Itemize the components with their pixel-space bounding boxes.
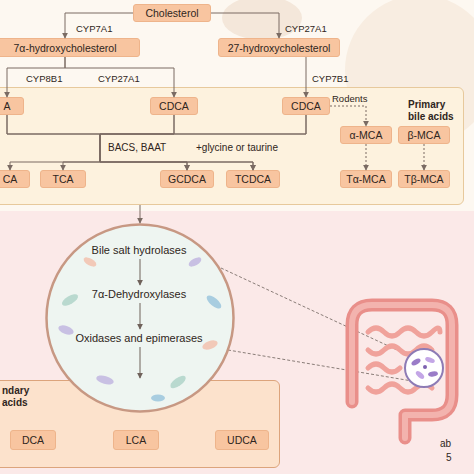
- node-text: CDCA: [159, 100, 189, 112]
- acid-box: CDCA: [150, 97, 198, 115]
- acid-box: α-MCA: [340, 126, 392, 144]
- node-text: Cholesterol: [145, 7, 198, 19]
- pathway-arrow: [100, 115, 187, 170]
- pathway-arrow: [211, 13, 279, 38]
- enzyme-label: CYP27A1: [98, 73, 140, 84]
- node-text: β-MCA: [408, 129, 441, 141]
- zoom-line: [228, 350, 412, 381]
- acid-box: TCDCA: [226, 170, 280, 188]
- node-text: Tα-MCA: [346, 173, 385, 185]
- node-text: ndary acids: [2, 385, 40, 409]
- node-text: α-MCA: [350, 129, 383, 141]
- enzyme-label: CYP8B1: [26, 73, 62, 84]
- acid-box: Tα-MCA: [340, 170, 392, 188]
- acid-box: DCA: [10, 430, 56, 450]
- node-text: LCA: [126, 434, 146, 446]
- group-band: A CDCA CDCA α-MCA β-MCA CA TCA GCDCA TCDCA Tα-MCA…: [0, 87, 464, 205]
- acid-box: CDCA: [282, 97, 330, 115]
- process-box: 27-hydroxycholesterol: [218, 38, 340, 57]
- pathway-arrow: [7, 57, 65, 97]
- pathway-arrow: [306, 57, 307, 97]
- node-text: Tβ-MCA: [404, 173, 443, 185]
- pathway-arrow: [100, 115, 306, 170]
- acid-box: TCA: [40, 170, 86, 188]
- node-text: TCDCA: [235, 173, 271, 185]
- pathway-arrow: [7, 115, 100, 170]
- node-text: 7α-Dehydroxylases: [44, 288, 234, 300]
- node-text: 27-hydroxycholesterol: [228, 42, 331, 54]
- node-text: 7α-hydroxycholesterol: [14, 42, 117, 54]
- acid-box: β-MCA: [398, 126, 450, 144]
- pathway-arrow: [140, 205, 141, 223]
- node-text: CDCA: [291, 100, 321, 112]
- node-text: TCA: [53, 173, 74, 185]
- liver-silhouette: [222, 0, 302, 40]
- node-text: A: [3, 100, 10, 112]
- acid-box: GCDCA: [160, 170, 214, 188]
- node-text: DCA: [22, 434, 44, 446]
- node-text: Primary bile acids: [408, 99, 464, 123]
- pathway-arrow: [7, 115, 100, 170]
- pathway-arrow: [424, 144, 425, 170]
- step-arrows: [140, 259, 141, 378]
- process-box: Cholesterol: [133, 4, 211, 22]
- node-text: Bile salt hydrolases: [44, 244, 234, 256]
- enzyme-label: CYP7B1: [312, 73, 348, 84]
- pathway-arrow: [65, 13, 133, 38]
- note-label: 5: [446, 452, 452, 463]
- bacteria: [57, 255, 223, 401]
- zoom-line: [221, 268, 410, 356]
- acid-box: CA: [0, 170, 30, 188]
- node-text: Oxidases and epimerases: [44, 332, 234, 344]
- acid-box: Tβ-MCA: [398, 170, 450, 188]
- enzyme-lens: Bile salt hydrolases 7α-DehydroxylasesOxi…: [45, 223, 235, 413]
- pathway-arrow: [100, 115, 306, 170]
- intestine: [352, 305, 452, 438]
- process-box: 7α-hydroxycholesterol: [0, 38, 140, 57]
- node-text: CA: [3, 173, 18, 185]
- node-text: GCDCA: [168, 173, 206, 185]
- node-text: UDCA: [227, 434, 257, 446]
- pathway-arrow: [100, 115, 253, 170]
- acid-box: A: [0, 97, 24, 115]
- acid-box: LCA: [113, 430, 159, 450]
- pathway-arrow: [330, 106, 366, 126]
- acid-box: UDCA: [215, 430, 269, 450]
- enzyme-label: CYP7A1: [76, 23, 112, 34]
- pathway-arrow: [366, 144, 367, 170]
- note-label: ab: [440, 438, 451, 449]
- microbiota-zoom: [405, 349, 443, 387]
- enzyme-label: CYP27A1: [285, 23, 327, 34]
- pathway-arrow: [65, 57, 174, 97]
